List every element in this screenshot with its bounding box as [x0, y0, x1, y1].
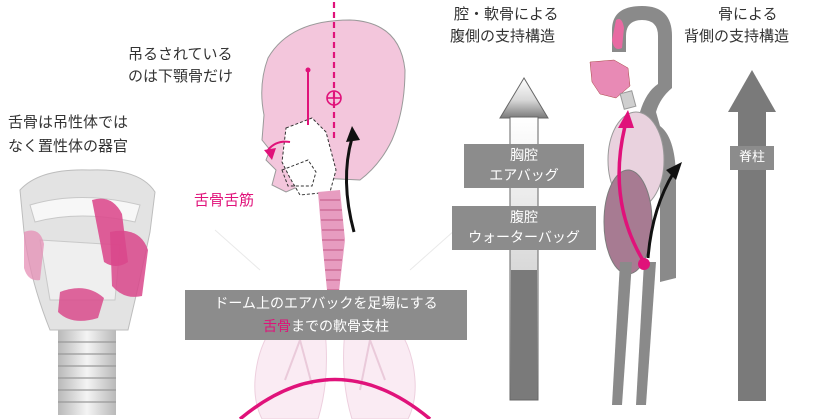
muscle-right: [110, 231, 148, 297]
hyoglossus-label: 舌骨舌筋: [194, 190, 254, 210]
dorsal-support-arrow: [728, 70, 776, 401]
head-diagram: [215, 2, 455, 419]
caption-line1: ドーム上のエアバックを足場にする: [185, 290, 467, 316]
caption-rest: までの軟骨支柱: [291, 319, 389, 335]
larynx-model-image: [8, 165, 158, 415]
abdomen-line1: 腹腔: [452, 206, 596, 228]
chest-line2: エアバッグ: [464, 166, 584, 186]
spine-label: 脊柱: [730, 146, 774, 170]
center-of-mass-icon: [327, 91, 341, 105]
abdomen-box: 腹腔 ウォーターバッグ: [452, 206, 596, 250]
trachea: [318, 190, 345, 300]
abdomen-line2: ウォーターバッグ: [452, 228, 596, 248]
ventral-title-line2: 腹側の支持構造: [450, 26, 555, 46]
chest-box: 胸腔 エアバッグ: [464, 144, 584, 188]
caption-line2: 舌骨までの軟骨支柱: [185, 316, 467, 338]
ventral-title-line1: 腔・軟骨による: [454, 4, 559, 24]
hang-label-line1: 吊るされている: [128, 44, 233, 64]
muscle-lower: [58, 288, 104, 321]
body-schematic: [590, 6, 682, 405]
left-title-line2: なく置性体の器官: [8, 136, 128, 156]
caption-box: ドーム上のエアバックを足場にする 舌骨までの軟骨支柱: [185, 290, 467, 340]
chest-line1: 胸腔: [464, 144, 584, 166]
dorsal-title-line1: 骨による: [718, 4, 778, 24]
hang-label-line2: のは下顎骨だけ: [128, 66, 233, 86]
legs: [612, 262, 656, 405]
dorsal-title-line2: 背側の支持構造: [684, 26, 789, 46]
trachea-rings: [58, 330, 116, 415]
caption-hyoid: 舌骨: [263, 319, 291, 335]
left-title-line1: 舌骨は吊性体では: [8, 112, 128, 132]
